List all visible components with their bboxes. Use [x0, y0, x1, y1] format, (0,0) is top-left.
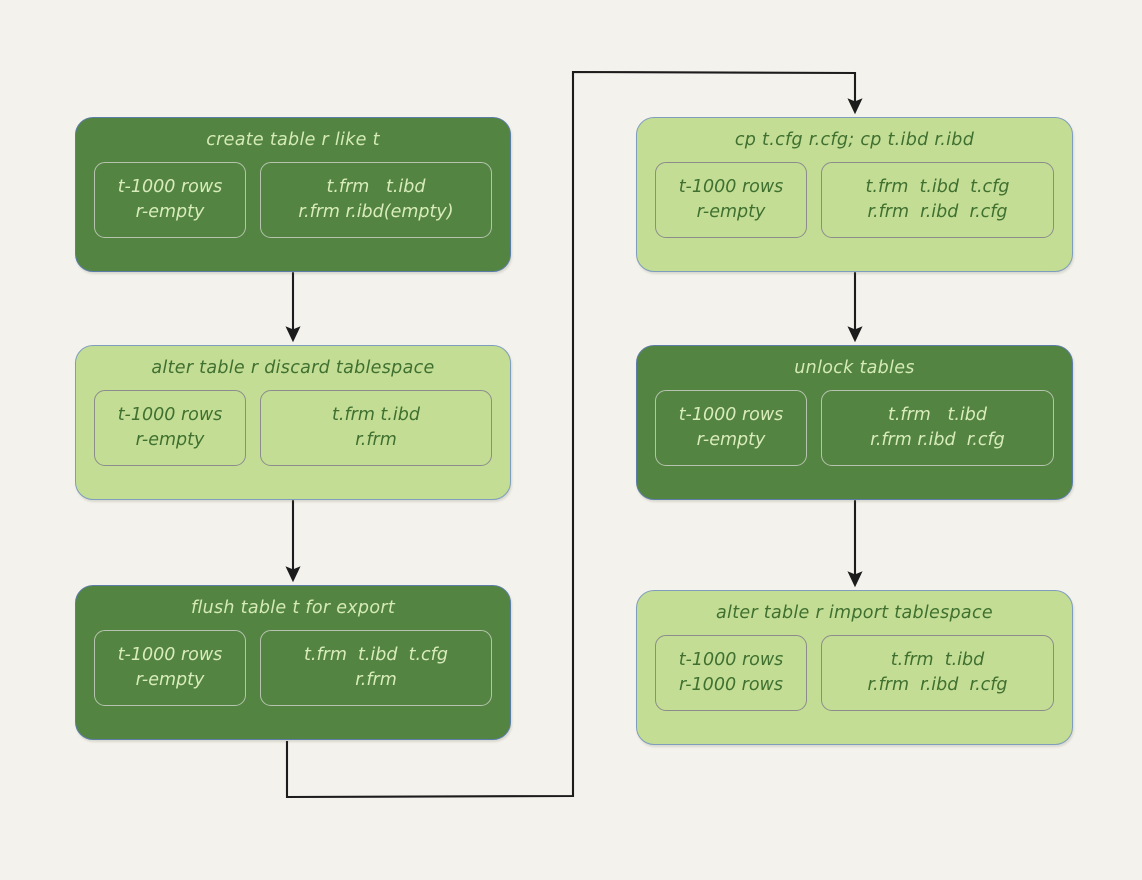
node-create-table[interactable]: create table r like t t-1000 rows r-empt…	[75, 117, 511, 272]
node-detail-row: t-1000 rows r-empty t.frm t.ibd r.frm r.…	[76, 162, 510, 239]
file-line-2: r.frm	[355, 430, 397, 451]
node-title: flush table t for export	[190, 598, 395, 618]
state-line-1: t-1000 rows	[678, 650, 784, 671]
row-state-box: t-1000 rows r-empty	[94, 630, 246, 707]
node-title: create table r like t	[206, 130, 380, 150]
state-line-1: t-1000 rows	[117, 645, 223, 666]
state-line-1: t-1000 rows	[678, 405, 784, 426]
state-line-2: r-empty	[696, 430, 766, 451]
node-title: cp t.cfg r.cfg; cp t.ibd r.ibd	[734, 130, 975, 150]
node-flush-for-export[interactable]: flush table t for export t-1000 rows r-e…	[75, 585, 511, 740]
node-unlock-tables[interactable]: unlock tables t-1000 rows r-empty t.frm …	[636, 345, 1073, 500]
file-line-2: r.frm r.ibd r.cfg	[867, 202, 1008, 223]
file-state-box: t.frm t.ibd t.cfg r.frm	[260, 630, 492, 707]
node-detail-row: t-1000 rows r-empty t.frm t.ibd t.cfg r.…	[637, 162, 1072, 239]
row-state-box: t-1000 rows r-empty	[94, 162, 246, 239]
state-line-2: r-empty	[135, 430, 205, 451]
file-state-box: t.frm t.ibd r.frm r.ibd r.cfg	[821, 390, 1054, 467]
file-state-box: t.frm t.ibd r.frm r.ibd(empty)	[260, 162, 492, 239]
state-line-1: t-1000 rows	[117, 405, 223, 426]
node-title: unlock tables	[794, 358, 915, 378]
state-line-2: r-empty	[135, 670, 205, 691]
row-state-box: t-1000 rows r-empty	[655, 162, 807, 239]
node-detail-row: t-1000 rows r-empty t.frm t.ibd r.frm	[76, 390, 510, 467]
node-title: alter table r import tablespace	[716, 603, 993, 623]
node-detail-row: t-1000 rows r-1000 rows t.frm t.ibd r.fr…	[637, 635, 1072, 712]
file-line-2: r.frm r.ibd r.cfg	[870, 430, 1005, 451]
node-copy-files[interactable]: cp t.cfg r.cfg; cp t.ibd r.ibd t-1000 ro…	[636, 117, 1073, 272]
file-line-1: t.frm t.ibd	[887, 405, 988, 426]
row-state-box: t-1000 rows r-empty	[94, 390, 246, 467]
state-line-1: t-1000 rows	[678, 177, 784, 198]
state-line-1: t-1000 rows	[117, 177, 223, 198]
file-line-2: r.frm r.ibd(empty)	[298, 202, 454, 223]
file-line-1: t.frm t.ibd	[326, 177, 426, 198]
row-state-box: t-1000 rows r-1000 rows	[655, 635, 807, 712]
file-line-1: t.frm t.ibd	[332, 405, 420, 426]
file-state-box: t.frm t.ibd r.frm r.ibd r.cfg	[821, 635, 1054, 712]
file-line-2: r.frm	[355, 670, 397, 691]
state-line-2: r-1000 rows	[679, 675, 783, 696]
node-discard-tablespace[interactable]: alter table r discard tablespace t-1000 …	[75, 345, 511, 500]
node-import-tablespace[interactable]: alter table r import tablespace t-1000 r…	[636, 590, 1073, 745]
node-detail-row: t-1000 rows r-empty t.frm t.ibd t.cfg r.…	[76, 630, 510, 707]
row-state-box: t-1000 rows r-empty	[655, 390, 807, 467]
file-line-1: t.frm t.ibd t.cfg	[865, 177, 1010, 198]
state-line-2: r-empty	[696, 202, 766, 223]
file-line-1: t.frm t.ibd t.cfg	[304, 645, 448, 666]
file-state-box: t.frm t.ibd r.frm	[260, 390, 492, 467]
node-detail-row: t-1000 rows r-empty t.frm t.ibd r.frm r.…	[637, 390, 1072, 467]
file-line-2: r.frm r.ibd r.cfg	[867, 675, 1008, 696]
state-line-2: r-empty	[135, 202, 205, 223]
file-state-box: t.frm t.ibd t.cfg r.frm r.ibd r.cfg	[821, 162, 1054, 239]
file-line-1: t.frm t.ibd	[890, 650, 985, 671]
node-title: alter table r discard tablespace	[151, 358, 435, 378]
